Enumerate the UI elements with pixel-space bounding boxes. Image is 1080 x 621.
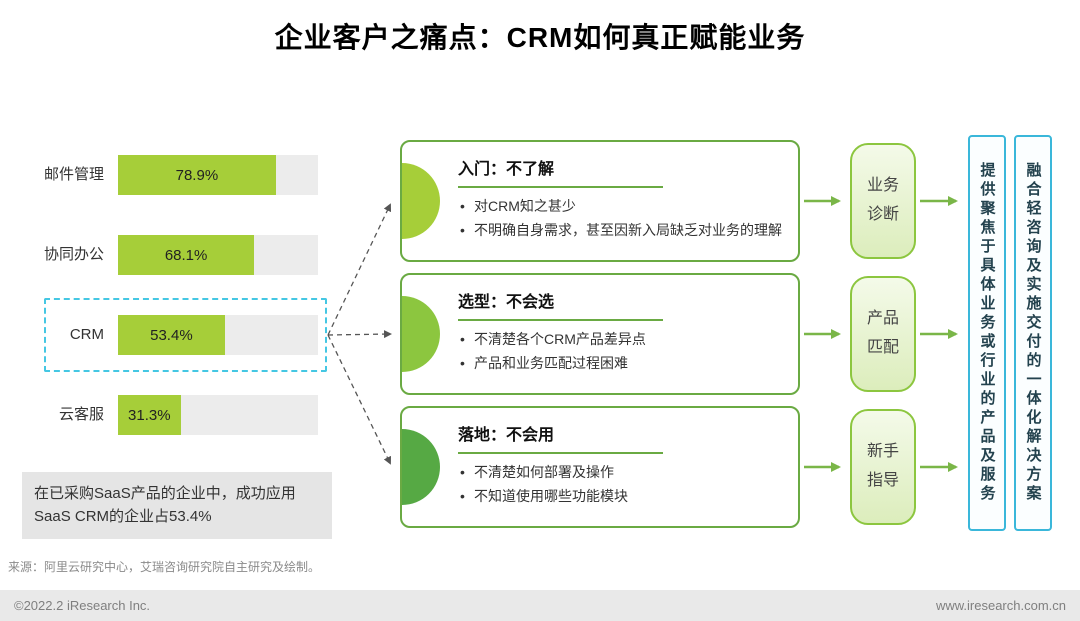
pain-bullet-list: 不清楚如何部署及操作 不知道使用哪些功能模块 xyxy=(458,462,786,507)
website-link[interactable]: www.iresearch.com.cn xyxy=(935,598,1066,613)
bar-fill: 68.1% xyxy=(118,235,255,275)
bar-fill: 31.3% xyxy=(118,395,181,435)
pain-point-bullet: 不清楚各个CRM产品差异点 xyxy=(458,329,786,350)
pain-point-bullet: 不清楚如何部署及操作 xyxy=(458,462,786,483)
solution-box-guidance: 新手指导 xyxy=(850,409,916,525)
pain-point-box-entry: 入门：不了解 对CRM知之甚少 不明确自身需求，甚至因新入局缺乏对业务的理解 xyxy=(400,140,800,262)
bar-track: 78.9% xyxy=(118,155,318,195)
pain-point-box-selection: 选型：不会选 不清楚各个CRM产品差异点 产品和业务匹配过程困难 xyxy=(400,273,800,395)
pain-point-title: 入门：不了解 xyxy=(458,155,663,188)
bar-track: 68.1% xyxy=(118,235,318,275)
bar-category-label: CRM xyxy=(69,326,104,343)
pain-point-bullet: 对CRM知之甚少 xyxy=(458,196,786,217)
bar-value-label: 53.4% xyxy=(150,326,193,344)
pain-accent-circle xyxy=(402,296,440,372)
footer-bar: ©2022.2 iResearch Inc. www.iresearch.com… xyxy=(0,590,1080,621)
pain-content: 落地：不会用 不清楚如何部署及操作 不知道使用哪些功能模块 xyxy=(458,421,786,511)
source-note: 来源：阿里云研究中心，艾瑞咨询研究院自主研究及绘制。 xyxy=(8,560,321,574)
bar-row: CRM 53.4% xyxy=(0,315,340,355)
solution-box-matching: 产品匹配 xyxy=(850,276,916,392)
solution-box-diagnosis: 业务诊断 xyxy=(850,143,916,259)
pain-point-bullet: 不知道使用哪些功能模块 xyxy=(458,486,786,507)
pain-accent-circle xyxy=(402,429,440,505)
bar-category-label: 邮件管理 xyxy=(43,166,104,183)
pain-content: 选型：不会选 不清楚各个CRM产品差异点 产品和业务匹配过程困难 xyxy=(458,288,786,378)
bar-row: 邮件管理 78.9% xyxy=(0,155,340,195)
bar-fill: 78.9% xyxy=(118,155,276,195)
outcome-box-integrated-solution: 融合轻咨询及实施交付的一体化解决方案 xyxy=(1014,135,1052,531)
solution-label: 产品匹配 xyxy=(866,310,899,356)
bar-category-label: 协同办公 xyxy=(43,246,104,263)
bar-track: 53.4% xyxy=(118,315,318,355)
copyright-text: ©2022.2 iResearch Inc. xyxy=(14,598,151,613)
crm-highlight-dashed-box xyxy=(44,298,327,372)
bar-row: 云客服 31.3% xyxy=(0,395,340,435)
outcome-text: 融合轻咨询及实施交付的一体化解决方案 xyxy=(1024,162,1042,504)
bar-value-label: 31.3% xyxy=(128,406,171,424)
pain-point-title: 落地：不会用 xyxy=(458,421,663,454)
chart-note: 在已采购SaaS产品的企业中，成功应用SaaS CRM的企业占53.4% xyxy=(22,472,332,539)
pain-bullet-list: 对CRM知之甚少 不明确自身需求，甚至因新入局缺乏对业务的理解 xyxy=(458,196,786,241)
pain-point-bullet: 不明确自身需求，甚至因新入局缺乏对业务的理解 xyxy=(458,220,786,241)
page-title: 企业客户之痛点：CRM如何真正赋能业务 xyxy=(274,22,806,53)
outcome-text: 提供聚焦于具体业务或行业的产品及服务 xyxy=(978,162,996,504)
pain-point-bullet: 产品和业务匹配过程困难 xyxy=(458,353,786,374)
pain-accent-circle xyxy=(402,163,440,239)
bar-category-label: 云客服 xyxy=(58,406,104,423)
bar-row: 协同办公 68.1% xyxy=(0,235,340,275)
pain-content: 入门：不了解 对CRM知之甚少 不明确自身需求，甚至因新入局缺乏对业务的理解 xyxy=(458,155,786,245)
pain-point-box-implementation: 落地：不会用 不清楚如何部署及操作 不知道使用哪些功能模块 xyxy=(400,406,800,528)
bar-track: 31.3% xyxy=(118,395,318,435)
pain-point-title: 选型：不会选 xyxy=(458,288,663,321)
solution-label: 业务诊断 xyxy=(866,177,899,223)
outcome-box-focused-products: 提供聚焦于具体业务或行业的产品及服务 xyxy=(968,135,1006,531)
pain-bullet-list: 不清楚各个CRM产品差异点 产品和业务匹配过程困难 xyxy=(458,329,786,374)
bar-fill: 53.4% xyxy=(118,315,225,355)
bar-value-label: 78.9% xyxy=(175,166,219,184)
bar-value-label: 68.1% xyxy=(164,246,208,264)
solution-label: 新手指导 xyxy=(866,443,899,489)
